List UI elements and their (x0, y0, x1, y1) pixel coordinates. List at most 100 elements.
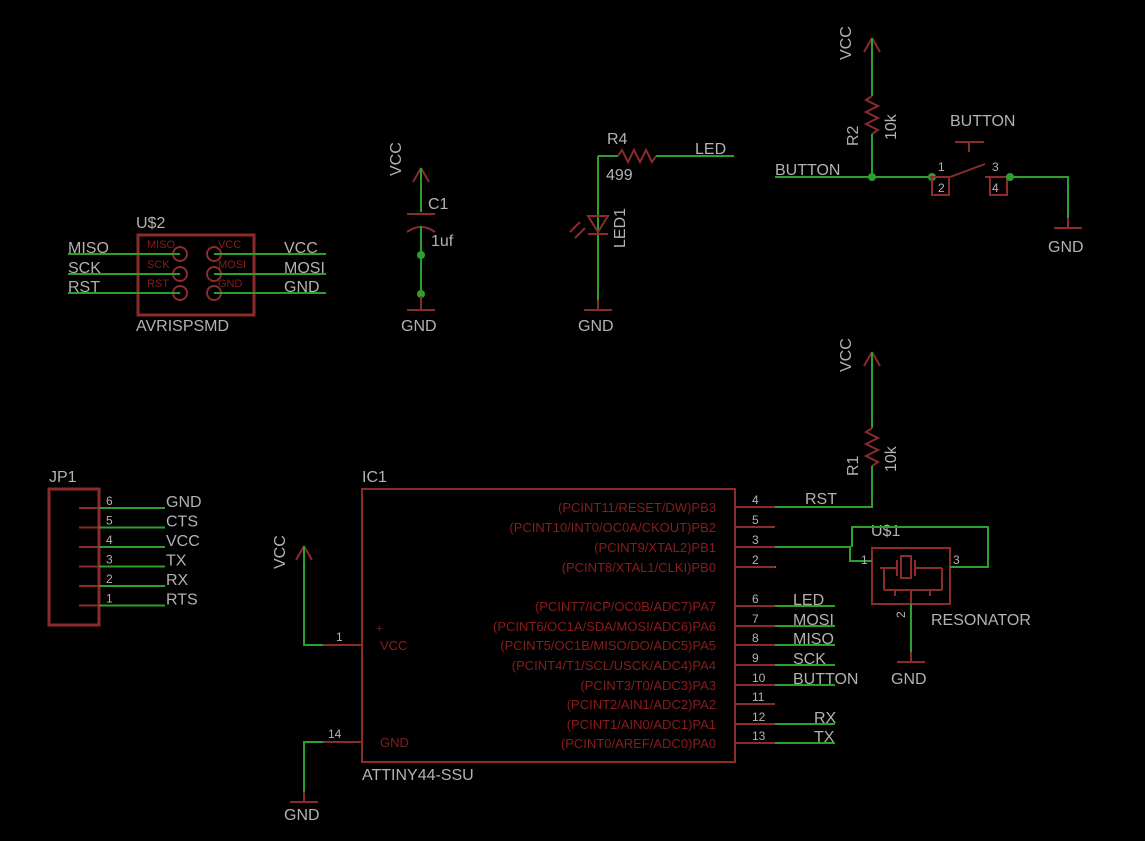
ic-pin-num: 12 (752, 710, 766, 724)
net-label-mosi: MOSI (284, 260, 325, 277)
ic-net-label: LED (793, 592, 824, 609)
led-gnd-symbol (584, 300, 612, 311)
jp1-net-label: RX (166, 572, 189, 589)
capacitor-c1[interactable]: VCC C1 1uf GND (388, 142, 454, 335)
ic-pin-label: (PCINT4/T1/SCL/USCK/ADC4)PA4 (512, 658, 716, 673)
ic-pin-label: (PCINT1/AIN0/ADC1)PA1 (567, 717, 716, 732)
isp-connector[interactable]: U$2 AVRISPSMD MISO SCK RST VCC MOSI GND … (68, 215, 326, 335)
button-name: BUTTON (950, 113, 1015, 130)
resonator-gnd-symbol (897, 652, 925, 663)
net-label-miso: MISO (68, 240, 109, 257)
ic-pin-label: (PCINT8/XTAL1/CLKI)PB0 (562, 560, 716, 575)
c1-junction-bottom (417, 290, 425, 298)
ic-gnd-label-power: GND (284, 807, 320, 824)
jp1-pin-num: 6 (106, 494, 113, 508)
isp-pin-rst: RST (147, 278, 169, 290)
r2-name: R2 (845, 125, 862, 146)
ic-pin-num: 10 (752, 671, 766, 685)
ic-pin-label: (PCINT3/T0/ADC3)PA3 (580, 678, 716, 693)
ic-pin-label: (PCINT10/INT0/OC0A/CKOUT)PB2 (509, 520, 716, 535)
ic-gnd-pin-num: 14 (328, 727, 342, 741)
net-label-vcc: VCC (284, 240, 318, 257)
jp1-net-label: GND (166, 494, 202, 511)
jp1-body (47, 487, 101, 627)
ic-pin-num: 9 (752, 651, 759, 665)
c1-gnd-label: GND (401, 318, 437, 335)
ic-vcc-pin-label: VCC (380, 638, 407, 653)
button-circuit[interactable]: VCC R2 10k BUTTON BUTTON 1 2 3 4 GND (775, 26, 1084, 256)
ic-pin-num: 6 (752, 592, 759, 606)
jp1-net-label: RTS (166, 592, 198, 609)
c1-name: C1 (428, 196, 449, 213)
button-right-wire (1010, 176, 1069, 218)
reset-pullup[interactable]: VCC R1 10k RST (775, 338, 900, 508)
jp1-net-label: TX (166, 553, 187, 570)
resonator-pin1-wire (775, 546, 872, 562)
isp-pin-gnd: GND (218, 278, 243, 290)
ic-pin-label: (PCINT11/RESET/DW)PB3 (558, 500, 716, 515)
isp-pin-sck: SCK (147, 259, 170, 271)
jp1-pin-num: 3 (106, 553, 113, 567)
ic-net-label: TX (814, 729, 835, 746)
isp-value: AVRISPSMD (136, 318, 229, 335)
resonator-pin-2: 2 (894, 611, 908, 618)
ic-pin-num: 7 (752, 612, 759, 626)
r1-zigzag (863, 427, 881, 467)
c1-vcc-arrow (412, 167, 430, 183)
ic-pin-label: (PCINT7/ICP/OC0B/ADC7)PA7 (535, 599, 716, 614)
c1-gnd-symbol (407, 296, 435, 311)
ic-pin-label: (PCINT6/OC1A/SDA/MOSI/ADC6)PA6 (493, 619, 716, 634)
resonator-pin3-wire (851, 526, 989, 568)
r1-value: 10k (883, 445, 900, 472)
ic-attiny44[interactable]: IC1 ATTINY44-SSU VCC 1 VCC + GND 14 GND … (272, 469, 858, 824)
ic-vcc-pin-num: 1 (336, 630, 343, 644)
ic-pin-num: 11 (752, 690, 765, 704)
button-pin-3: 3 (992, 160, 999, 174)
led-gnd-label: GND (578, 318, 614, 335)
resonator-value: RESONATOR (931, 612, 1031, 629)
c1-value: 1uf (431, 233, 454, 250)
ic-pin-label: (PCINT2/AIN1/ADC2)PA2 (567, 697, 716, 712)
resonator-name: U$1 (871, 523, 900, 540)
r4-zigzag (617, 147, 657, 165)
ic-net-label: MOSI (793, 612, 834, 629)
c1-vcc-label: VCC (388, 142, 405, 176)
r2-junction (868, 173, 876, 181)
ic-pin-num: 8 (752, 631, 759, 645)
led-name: LED1 (612, 208, 629, 248)
r1-vcc-arrow (863, 351, 881, 367)
resonator-crystal (900, 555, 912, 579)
jp1-name: JP1 (49, 469, 77, 486)
ic-pin-label: (PCINT5/OC1B/MISO/DO/ADC5)PA5 (500, 638, 716, 653)
ic-net-label: SCK (793, 651, 826, 668)
net-label-led-r4: LED (695, 141, 726, 158)
isp-pin-vcc: VCC (218, 239, 241, 251)
jp1-pin-num: 2 (106, 572, 113, 586)
r4-value: 499 (606, 167, 633, 184)
net-label-button-r2: BUTTON (775, 162, 840, 179)
led-circuit[interactable]: R4 499 LED LED1 GND (569, 131, 734, 335)
ic-gnd-pin-label: GND (380, 735, 409, 750)
ic-pin-num: 2 (752, 553, 759, 567)
ic-pin-num: 4 (752, 493, 759, 507)
resonator[interactable]: U$1 1 2 3 GND RESONATOR (772, 523, 1031, 688)
r1-vcc-label: VCC (838, 338, 855, 372)
ic-net-label: RX (814, 710, 837, 727)
isp-pads (172, 246, 222, 301)
ic-pin-label: (PCINT0/AREF/ADC0)PA0 (561, 736, 716, 751)
ic-gnd-wire (303, 741, 323, 792)
isp-name: U$2 (136, 215, 165, 232)
ic-vcc-wire (303, 546, 323, 646)
led-emission-arrows (569, 221, 586, 239)
isp-pin-miso: MISO (147, 239, 176, 251)
ic-net-label: MISO (793, 631, 834, 648)
led-triangle (586, 215, 610, 234)
button-contact (949, 163, 986, 178)
ic-pin-num: 5 (752, 513, 759, 527)
button-pad-4 (989, 176, 1008, 196)
ic-vcc-label-power: VCC (272, 535, 289, 569)
r4-name: R4 (607, 131, 628, 148)
